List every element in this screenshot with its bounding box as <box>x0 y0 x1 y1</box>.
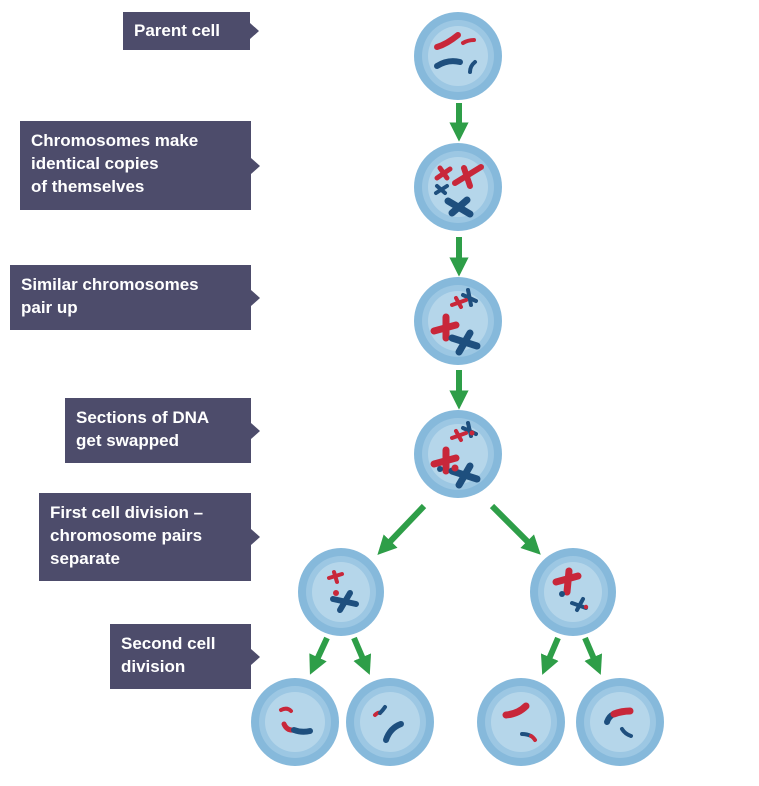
label-line: get swapped <box>76 431 179 450</box>
arrow-rl <box>540 636 561 675</box>
label-line: Similar chromosomes <box>21 275 199 294</box>
label-first-division: First cell division – chromosome pairs s… <box>39 493 260 581</box>
arrow-right-split <box>489 503 541 555</box>
label-line: Sections of DNA <box>76 408 210 427</box>
label-chromosomes-copy: Chromosomes make identical copies of the… <box>20 121 260 210</box>
label-line: identical copies <box>31 154 159 173</box>
cell-gamete-4 <box>576 678 664 766</box>
label-line: Parent cell <box>134 21 220 40</box>
cell-copied <box>414 143 502 231</box>
cell-paired <box>414 277 502 365</box>
arrows <box>309 103 603 675</box>
cell-gamete-3 <box>477 678 565 766</box>
arrow-ll <box>309 636 330 675</box>
arrow-lr <box>351 636 372 675</box>
label-line: First cell division – <box>50 503 204 522</box>
label-line: of themselves <box>31 177 145 196</box>
label-parent-cell: Parent cell <box>123 12 259 50</box>
label-line: separate <box>50 549 120 568</box>
label-second-division: Second cell division <box>110 624 260 689</box>
label-line: chromosome pairs <box>50 526 203 545</box>
cell-gamete-2 <box>346 678 434 766</box>
label-dna-swapped: Sections of DNA get swapped <box>65 398 260 463</box>
cell-gamete-1 <box>251 678 339 766</box>
label-line: Second cell <box>121 634 216 653</box>
label-line: pair up <box>21 298 78 317</box>
label-pair-up: Similar chromosomes pair up <box>10 265 260 330</box>
label-line: Chromosomes make <box>31 131 199 150</box>
cell-crossover <box>414 410 502 498</box>
arrow-left-split <box>377 503 427 555</box>
cell-division1-left <box>298 548 384 636</box>
label-line: division <box>121 657 186 676</box>
arrow-rr <box>582 636 603 675</box>
cell-division1-right <box>530 548 616 636</box>
cell-parent <box>414 12 502 100</box>
